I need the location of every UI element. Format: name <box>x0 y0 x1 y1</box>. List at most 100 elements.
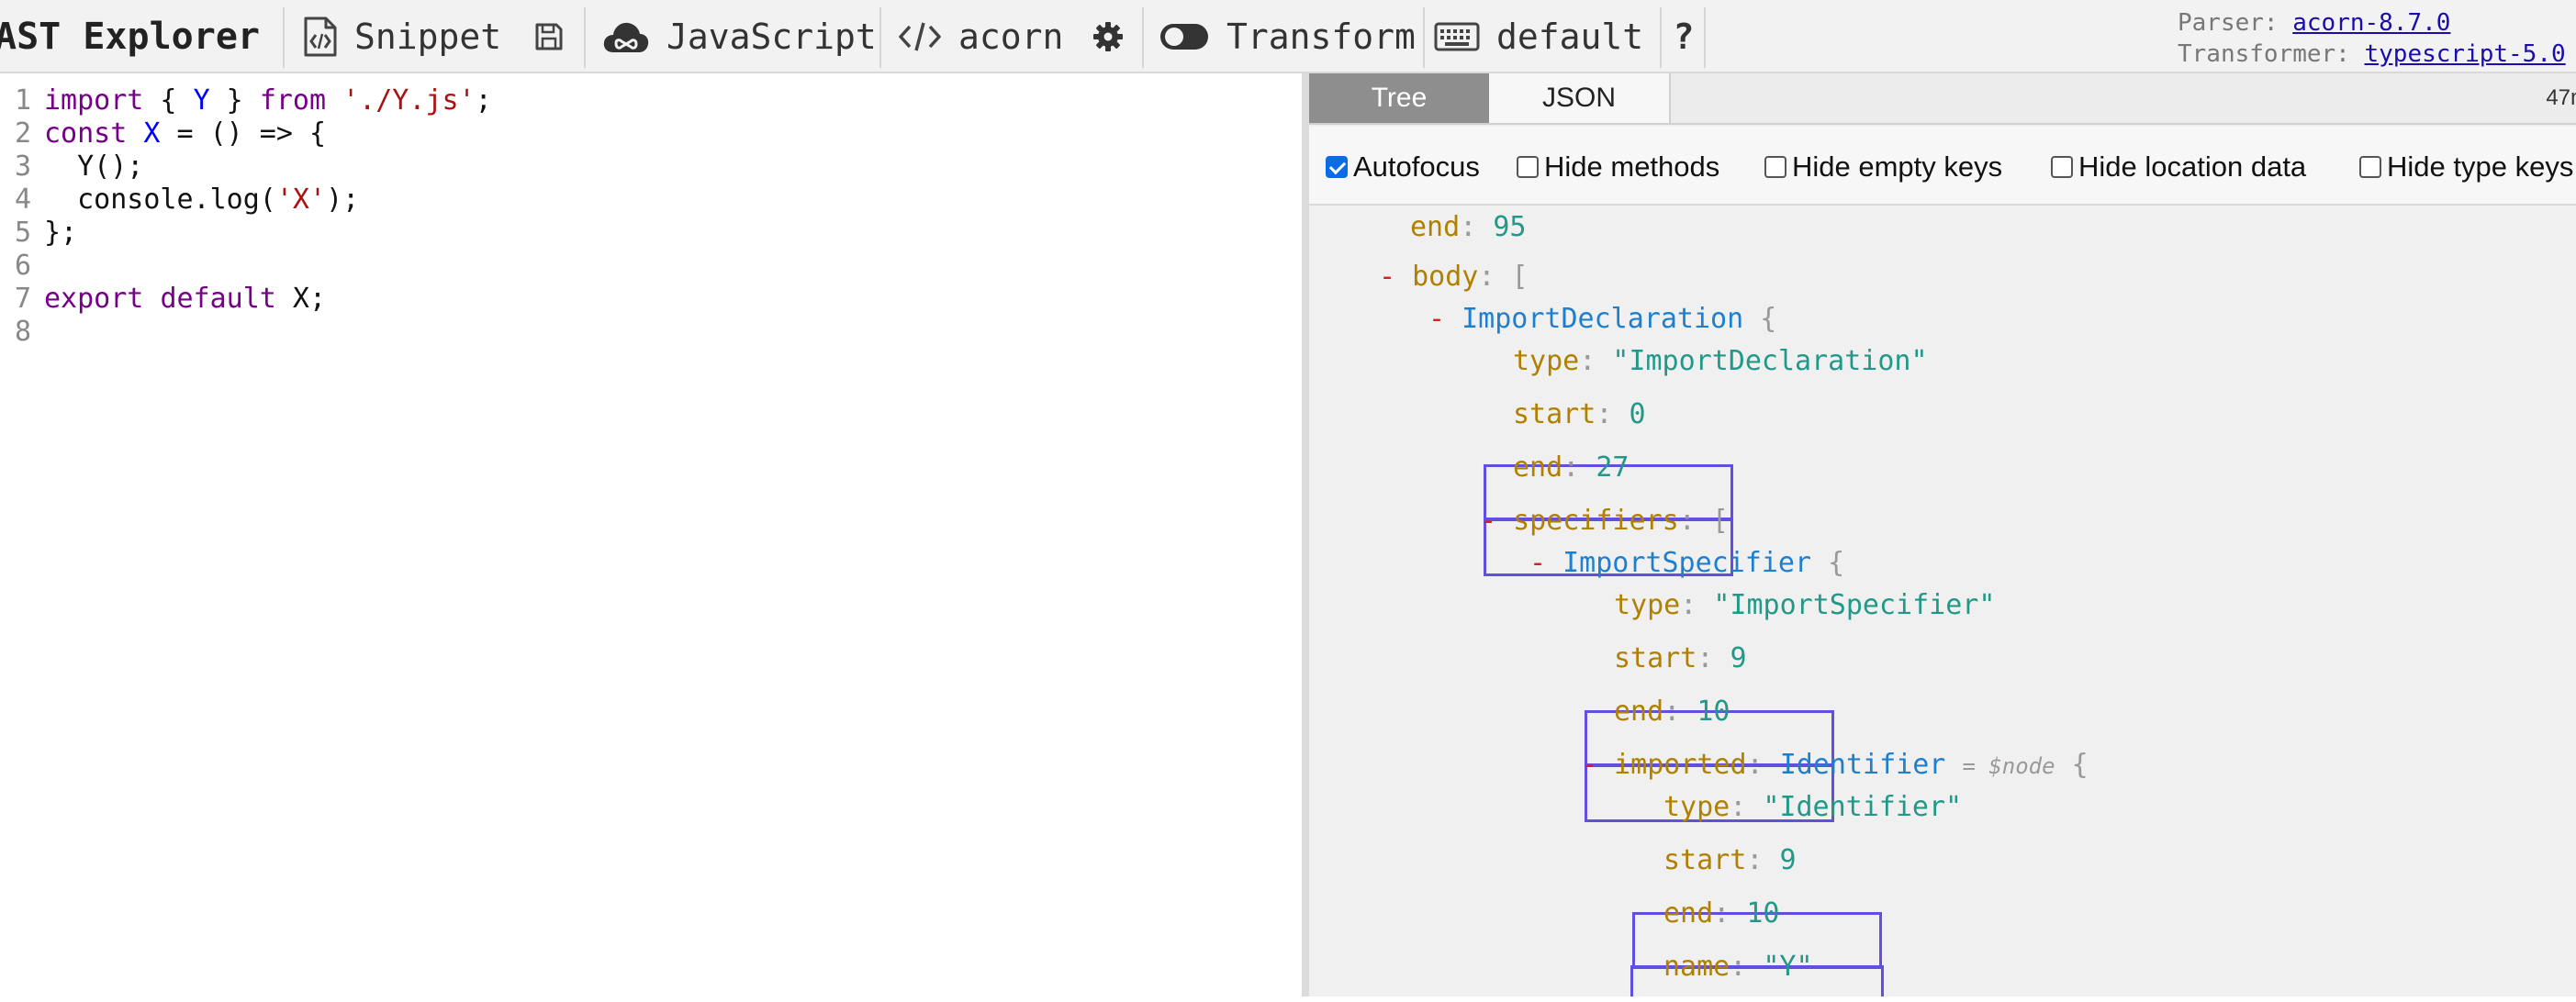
code-text: import { Y } from './Y.js'; <box>44 84 492 117</box>
code-token: } <box>210 84 260 117</box>
tree-property-end: end: 95 <box>1410 209 1526 246</box>
toolbar-divider <box>879 7 881 68</box>
tree-property-end: end: 10 <box>1663 896 1779 932</box>
autofocus-option[interactable]: Autofocus <box>1326 150 1480 184</box>
transform-label: Transform <box>1226 17 1416 57</box>
tree-property-start: start: 9 <box>1614 640 1747 677</box>
hide-methods-option[interactable]: Hide methods <box>1517 150 1719 184</box>
line-number: 4 <box>0 184 31 217</box>
code-token: Y(); <box>44 150 143 183</box>
tree-property-start: start: 0 <box>1513 396 1646 433</box>
cloud-infinity-icon <box>602 19 650 54</box>
file-code-icon <box>303 17 338 57</box>
tree-property-end: end: 27 <box>1513 450 1629 486</box>
keymap-label: default <box>1496 17 1643 57</box>
hide-methods-checkbox[interactable] <box>1517 156 1539 178</box>
collapse-toggle[interactable]: - <box>1428 303 1445 335</box>
toolbar-divider <box>283 7 285 68</box>
hide-location-data-checkbox[interactable] <box>2051 156 2073 178</box>
tree-property-specifiers[interactable]: - specifiers: [ <box>1480 503 1729 540</box>
keyboard-icon <box>1434 22 1480 51</box>
output-panel: Tree JSON 47ms Autofocus Hide methods Hi… <box>1309 73 2576 996</box>
code-token: 'X' <box>276 184 326 216</box>
transformer-info-line: Transformer: typescript-5.0 <box>2178 39 2566 70</box>
node-reference-hint: = $node <box>1962 753 2055 779</box>
line-number: 1 <box>0 84 31 117</box>
toolbar-divider <box>1704 7 1706 68</box>
autofocus-label: Autofocus <box>1353 150 1480 184</box>
snippet-label: Snippet <box>354 17 501 57</box>
tree-property-end: end: 10 <box>1614 694 1730 730</box>
code-editor[interactable]: 1import { Y } from './Y.js';2const X = (… <box>0 73 1302 996</box>
code-token: default <box>160 283 275 315</box>
gear-icon <box>1092 21 1124 52</box>
panel-resize-handle[interactable] <box>1302 73 1309 996</box>
tab-json[interactable]: JSON <box>1489 73 1671 123</box>
collapse-toggle[interactable]: - <box>1581 749 1597 781</box>
hide-location-data-option[interactable]: Hide location data <box>2051 150 2306 184</box>
toolbar-divider <box>1660 7 1662 68</box>
code-token: const <box>44 117 127 150</box>
code-text: Y(); <box>44 150 143 184</box>
collapse-toggle[interactable]: - <box>1480 505 1496 537</box>
parser-label: acorn <box>958 17 1063 57</box>
tree-property-type: type: "ImportSpecifier" <box>1614 587 1995 624</box>
app-title: AST Explorer <box>0 0 260 73</box>
snippet-menu-button[interactable]: Snippet <box>303 0 501 73</box>
ast-tree-view: end: 95 - body: [ - ImportDeclaration { … <box>1309 207 2576 996</box>
hide-location-data-label: Hide location data <box>2078 150 2306 184</box>
code-token: ); <box>326 184 359 216</box>
transformer-caption: Transformer: <box>2178 40 2350 68</box>
line-number: 6 <box>0 250 31 283</box>
toolbar-divider <box>1423 7 1425 68</box>
tree-property-name: name: "Y" <box>1663 949 1813 985</box>
parser-select-button[interactable]: acorn <box>898 0 1063 73</box>
hide-empty-keys-checkbox[interactable] <box>1764 156 1786 178</box>
code-icon <box>898 21 942 52</box>
line-number: 5 <box>0 217 31 250</box>
tree-property-type: type: "Identifier" <box>1663 789 1962 826</box>
tree-options-bar: Autofocus Hide methods Hide empty keys H… <box>1309 127 2576 206</box>
code-token: './Y.js' <box>342 84 476 117</box>
code-token <box>127 117 143 150</box>
autofocus-checkbox[interactable] <box>1326 156 1348 178</box>
code-token: X; <box>276 283 326 315</box>
parser-settings-button[interactable] <box>1092 0 1124 73</box>
transformer-version-link[interactable]: typescript-5.0 <box>2365 40 2566 68</box>
tree-property-imported[interactable]: - imported: Identifier = $node { <box>1581 747 2089 784</box>
code-text: console.log('X'); <box>44 184 359 217</box>
parser-transformer-info: Parser: acorn-8.7.0 Transformer: typescr… <box>2178 7 2566 70</box>
code-token: }; <box>44 217 77 249</box>
code-token: = () => { <box>160 117 326 150</box>
keymap-select-button[interactable]: default <box>1434 0 1643 73</box>
tab-tree[interactable]: Tree <box>1309 73 1489 123</box>
parse-time-label: 47ms <box>2546 73 2576 123</box>
code-token <box>326 84 342 117</box>
hide-empty-keys-label: Hide empty keys <box>1792 150 2002 184</box>
code-token: export <box>44 283 143 315</box>
parser-version-link[interactable]: acorn-8.7.0 <box>2292 9 2450 37</box>
collapse-toggle[interactable]: - <box>1379 261 1395 293</box>
toolbar: AST Explorer Snippet <box>0 0 2576 73</box>
hide-empty-keys-option[interactable]: Hide empty keys <box>1764 150 2002 184</box>
tree-property-body[interactable]: - body: [ <box>1379 259 1529 295</box>
transform-toggle[interactable]: Transform <box>1159 0 1416 73</box>
collapse-toggle[interactable]: - <box>1529 547 1546 579</box>
hide-type-keys-option[interactable]: Hide type keys <box>2359 150 2573 184</box>
code-text: }; <box>44 217 77 250</box>
toolbar-divider <box>1142 7 1144 68</box>
code-token: Y <box>194 84 210 117</box>
code-text: export default X; <box>44 283 326 316</box>
code-token: X <box>143 117 160 150</box>
parser-caption: Parser: <box>2178 9 2279 37</box>
tree-property-start: start: 9 <box>1663 842 1797 879</box>
help-button[interactable]: ? <box>1665 0 1702 73</box>
hide-type-keys-checkbox[interactable] <box>2359 156 2381 178</box>
save-button[interactable] <box>534 0 564 73</box>
tree-node-import-specifier[interactable]: - ImportSpecifier { <box>1529 545 1844 582</box>
language-select-button[interactable]: JavaScript <box>602 0 877 73</box>
toggle-off-icon <box>1159 22 1210 51</box>
hide-type-keys-label: Hide type keys <box>2387 150 2573 184</box>
tree-node-import-declaration[interactable]: - ImportDeclaration { <box>1428 301 1776 338</box>
